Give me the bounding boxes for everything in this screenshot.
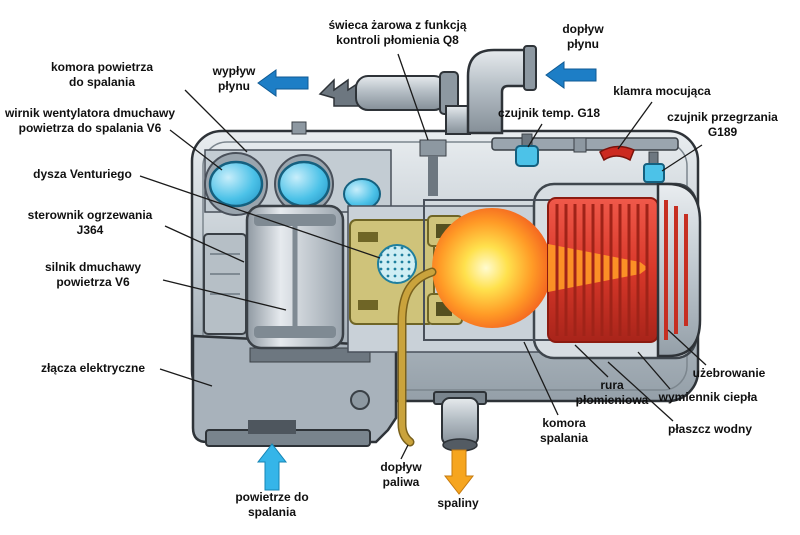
- temp-sensor-g18: [515, 145, 539, 167]
- coolant-pipes: [318, 45, 537, 135]
- label-temp-sensor: czujnik temp. G18: [497, 106, 601, 120]
- fan-impeller-right: [277, 160, 331, 208]
- label-air-chamber: komora powietrza do spalania: [50, 60, 154, 89]
- label-fins: użebrowanie: [692, 366, 766, 380]
- hose-barb: [318, 78, 361, 107]
- label-exhaust: spaliny: [437, 496, 479, 510]
- label-fan-impeller: wirnik wentylatora dmuchawy powietrza do…: [4, 106, 176, 135]
- overheat-sensor-g189: [643, 163, 665, 183]
- flame: [432, 208, 552, 328]
- label-fuel-in: dopływ paliwa: [380, 460, 422, 489]
- controller-unit: [203, 233, 247, 335]
- label-overheat-sensor: czujnik przegrzania G189: [667, 110, 778, 139]
- coolant-out-arrow: [257, 69, 309, 97]
- coolant-inlet-elbow: [466, 48, 532, 135]
- coolant-in-arrow: [545, 61, 597, 89]
- coolant-outlet-hose: [355, 75, 447, 111]
- label-combustion-air: powietrze do spalania: [235, 490, 309, 519]
- label-combustion-chamber: komora spalania: [539, 416, 589, 445]
- label-flame-tube: rura płomieniowa: [575, 378, 649, 407]
- fan-impeller-small: [343, 178, 381, 210]
- glow-plug: [419, 139, 447, 157]
- bolt: [350, 390, 370, 410]
- label-coolant-out: wypływ płynu: [212, 64, 256, 93]
- label-venturi: dysza Venturiego: [33, 167, 132, 181]
- mounting-clamp: [599, 145, 635, 162]
- heat-exchanger-fins: [555, 204, 649, 336]
- label-blower-motor: silnik dmuchawy powietrza V6: [44, 260, 142, 289]
- fan-impeller-left: [208, 160, 264, 208]
- label-coolant-in: dopływ płynu: [562, 22, 604, 51]
- leader-lines: [139, 53, 707, 460]
- flame-tube-glow: [548, 244, 648, 292]
- exhaust-pipe: [433, 391, 487, 452]
- end-cap: [656, 182, 702, 358]
- exhaust-arrow: [443, 449, 475, 495]
- fuel-line: [397, 267, 437, 447]
- label-water-jacket: płaszcz wodny: [667, 422, 753, 436]
- label-glow-plug: świeca żarowa z funkcją kontroli płomien…: [328, 18, 467, 47]
- sensors: [419, 133, 679, 196]
- label-heat-exchanger: wymiennik ciepła: [658, 390, 758, 404]
- label-controller: sterownik ogrzewania J364: [27, 208, 153, 237]
- combustion-section: [347, 182, 702, 360]
- label-clamp: klamra mocująca: [613, 84, 711, 98]
- screw: [291, 121, 307, 135]
- air-intake-slot: [248, 420, 296, 434]
- combustion-air-arrow: [256, 443, 288, 491]
- label-connectors: złącza elektryczne: [40, 361, 146, 375]
- end-cap-fins: [664, 200, 688, 340]
